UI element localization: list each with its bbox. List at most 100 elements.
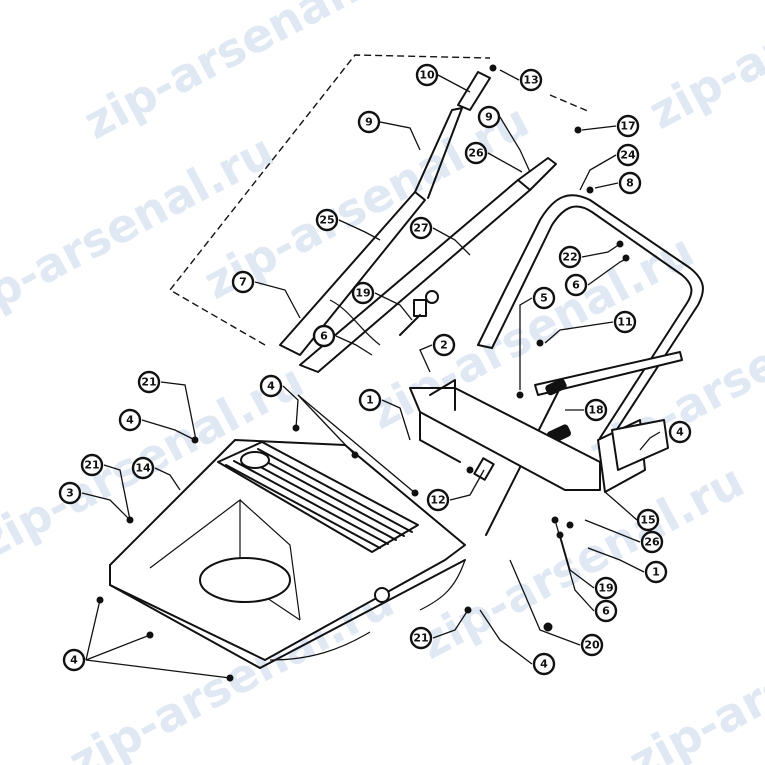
callout-label: 17 [620,120,635,133]
callout-label: 1 [652,566,660,579]
mower-deck [109,439,466,669]
callout-label: 10 [419,69,435,82]
callout-label: 25 [319,214,334,227]
callout-label: 20 [584,639,600,652]
callout-label: 6 [602,605,610,618]
callout-bubble: 21 [80,453,104,477]
callout-bubble: 3 [58,481,82,505]
watermark-text: zip-arsenal.ru [0,123,282,339]
callout-bubble: 9 [357,110,381,134]
callout-label: 6 [572,279,580,292]
cable [329,299,381,346]
callout-label: 13 [523,74,538,87]
callout-bubble: 9 [477,105,501,129]
callout-label: 4 [540,658,548,671]
callout-label: 4 [70,654,78,667]
control-knob [425,290,439,304]
callout-bubble: 12 [426,488,450,512]
callout-label: 19 [598,582,613,595]
callout-bubble: 8 [618,171,642,195]
deck-hole [374,587,390,603]
callout-bubble: 1 [358,388,382,412]
callout-label: 4 [267,380,275,393]
callout-bubble: 5 [532,286,556,310]
callout-label: 15 [640,514,655,527]
callout-label: 19 [355,287,370,300]
watermark-text: zip-arsenal.ru [620,573,765,765]
lower-bracket [409,387,601,491]
handle-bar [279,191,426,356]
callout-label: 9 [365,116,373,129]
callout-label: 2 [440,339,448,352]
callout-bubble: 27 [409,216,433,240]
callout-label: 11 [617,316,632,329]
callout-bubble: 4 [668,420,692,444]
callout-label: 18 [588,404,603,417]
callout-bubble: 6 [564,273,588,297]
upper-handle-assembly [279,71,557,373]
callout-label: 21 [413,632,428,645]
callout-bubble: 24 [616,143,640,167]
spring-12 [473,457,495,481]
callout-label: 9 [485,111,493,124]
callout-label: 27 [413,222,428,235]
hardware [96,64,630,682]
callout-label: 26 [468,147,484,160]
callout-bubble: 4 [62,648,86,672]
callout-bubble: 14 [131,456,155,480]
callout-label: 8 [626,177,634,190]
callout-label: 1 [366,394,374,407]
main-handle [477,194,704,536]
callout-bubble: 26 [640,530,664,554]
callout-bubble: 4 [118,408,142,432]
callout-label: 24 [620,149,636,162]
callout-label: 22 [562,251,577,264]
callout-label: 21 [141,376,156,389]
callout-bubble: 11 [613,310,637,334]
cross-bar [534,351,683,396]
callout-label: 7 [239,276,247,289]
callout-bubble: 1 [644,560,668,584]
callout-bubble: 20 [580,633,604,657]
grille-cap [240,451,270,469]
callout-bubble: 4 [532,652,556,676]
deck-opening [199,557,291,603]
callout-label: 14 [135,462,151,475]
callout-label: 5 [540,292,548,305]
callout-bubble: 21 [409,626,433,650]
callout-bubble: 19 [351,281,375,305]
deck-top [109,439,466,661]
callout-bubble: 22 [558,245,582,269]
control-block [413,299,427,317]
callout-bubble: 17 [616,114,640,138]
callout-bubble: 7 [231,270,255,294]
callout-bubble: 4 [259,374,283,398]
callout-label: 6 [320,330,328,343]
callout-bubble: 10 [415,63,439,87]
callout-bubble: 13 [519,68,543,92]
callout-label: 21 [84,459,99,472]
callout-bubble: 2 [432,333,456,357]
callout-label: 3 [66,487,74,500]
callouts: 10 13 9 9 17 26 24 8 25 27 22 6 7 19 5 1… [58,63,692,676]
exploded-boundary [168,54,591,346]
lower-bracket-assembly [409,379,669,632]
callout-bubble: 19 [594,576,618,600]
callout-bubble: 18 [584,398,608,422]
callout-label: 4 [126,414,134,427]
deck-grille [217,441,419,553]
watermark-text: zip-arsenal.ru [640,0,765,140]
callout-label: 12 [430,494,445,507]
callout-bubble: 6 [594,599,618,623]
handle-tube-top [457,71,491,111]
side-plate [611,419,669,471]
leader-lines [81,69,661,679]
callout-label: 4 [676,426,684,439]
callout-bubble: 26 [464,141,488,165]
callout-bubble: 15 [636,508,660,532]
callout-bubble: 6 [312,324,336,348]
callout-bubble: 21 [137,370,161,394]
callout-label: 26 [644,536,660,549]
